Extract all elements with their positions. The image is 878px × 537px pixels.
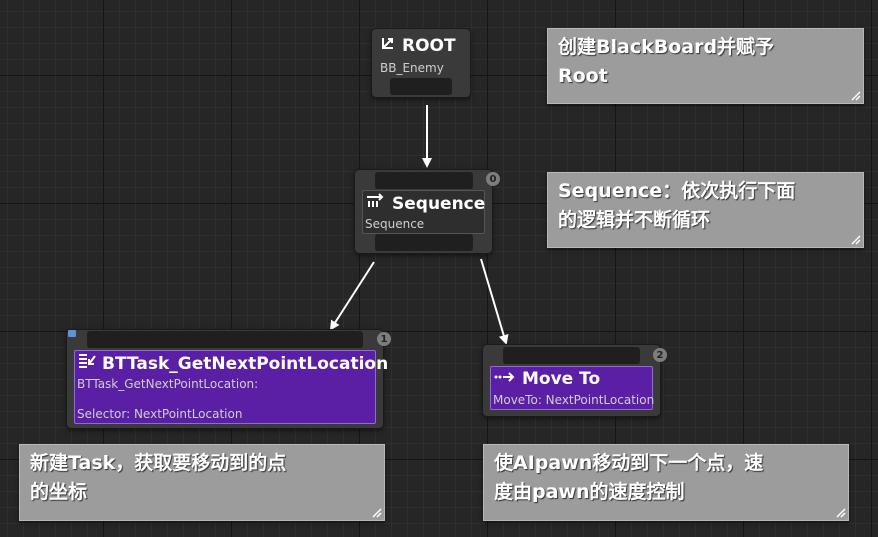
blueprint-icon — [68, 330, 76, 337]
moveto-title-row: Move To — [494, 369, 600, 389]
comment-task[interactable]: 新建Task，获取要移动到的点 的坐标 — [19, 444, 385, 521]
moveto-subtitle: MoveTo: NextPointLocation — [493, 393, 655, 407]
sequence-node[interactable]: Sequence Sequence — [355, 170, 492, 253]
root-subtitle: BB_Enemy — [380, 61, 444, 75]
root-output-pin[interactable] — [390, 78, 452, 95]
sequence-subtitle: Sequence — [365, 217, 425, 231]
task-node[interactable]: BTTask_GetNextPointLocation BTTask_GetNe… — [67, 330, 388, 428]
comment-sequence[interactable]: Sequence：依次执行下面 的逻辑并不断循环 — [547, 172, 864, 248]
wire-sequence-moveto — [480, 258, 509, 345]
sequence-order-badge: 0 — [486, 172, 500, 186]
root-node[interactable]: ROOT BB_Enemy — [372, 29, 470, 97]
task-icon — [78, 353, 96, 374]
comment-moveto-line2: 度由pawn的速度控制 — [494, 481, 685, 503]
sequence-body: Sequence Sequence — [362, 190, 485, 234]
sequence-title: Sequence — [392, 193, 486, 214]
moveto-body: Move To MoveTo: NextPointLocation — [490, 366, 655, 410]
moveto-order-badge: 2 — [653, 348, 667, 362]
moveto-input-pin[interactable] — [503, 347, 640, 364]
wire-sequence-task — [329, 261, 375, 331]
comment-sequence-line2: 的逻辑并不断循环 — [558, 209, 711, 231]
task-body: BTTask_GetNextPointLocation BTTask_GetNe… — [74, 350, 388, 424]
sequence-title-row: Sequence — [366, 193, 485, 214]
task-input-pin[interactable] — [87, 331, 363, 348]
moveto-icon — [494, 369, 516, 389]
task-order-badge: 1 — [377, 332, 391, 346]
comment-blackboard-line1: 创建BlackBoard并赋予 — [558, 36, 775, 58]
resize-grip-icon[interactable] — [834, 506, 846, 518]
moveto-node[interactable]: Move To MoveTo: NextPointLocation — [483, 345, 660, 416]
task-title-row: BTTask_GetNextPointLocation — [78, 353, 388, 374]
resize-grip-icon[interactable] — [849, 233, 861, 245]
comment-moveto-line1: 使AIpawn移动到下一个点，速 — [494, 452, 764, 474]
sequence-icon — [366, 193, 386, 214]
root-title-row: ROOT — [380, 35, 456, 56]
comment-task-line2: 的坐标 — [30, 481, 88, 503]
comment-sequence-line1: Sequence：依次执行下面 — [558, 180, 796, 202]
resize-grip-icon[interactable] — [849, 89, 861, 101]
task-selector: Selector: NextPointLocation — [77, 407, 243, 421]
comment-moveto[interactable]: 使AIpawn移动到下一个点，速 度由pawn的速度控制 — [483, 444, 849, 521]
root-icon — [380, 35, 396, 56]
comment-blackboard[interactable]: 创建BlackBoard并赋予 Root — [547, 28, 864, 104]
moveto-title: Move To — [522, 369, 601, 389]
task-title: BTTask_GetNextPointLocation — [102, 353, 389, 374]
root-title: ROOT — [402, 35, 456, 56]
task-description: BTTask_GetNextPointLocation: — [77, 377, 259, 391]
sequence-input-pin[interactable] — [375, 172, 473, 189]
sequence-output-pin[interactable] — [375, 234, 473, 251]
comment-blackboard-line2: Root — [558, 65, 608, 87]
comment-task-line1: 新建Task，获取要移动到的点 — [30, 452, 287, 474]
resize-grip-icon[interactable] — [370, 506, 382, 518]
